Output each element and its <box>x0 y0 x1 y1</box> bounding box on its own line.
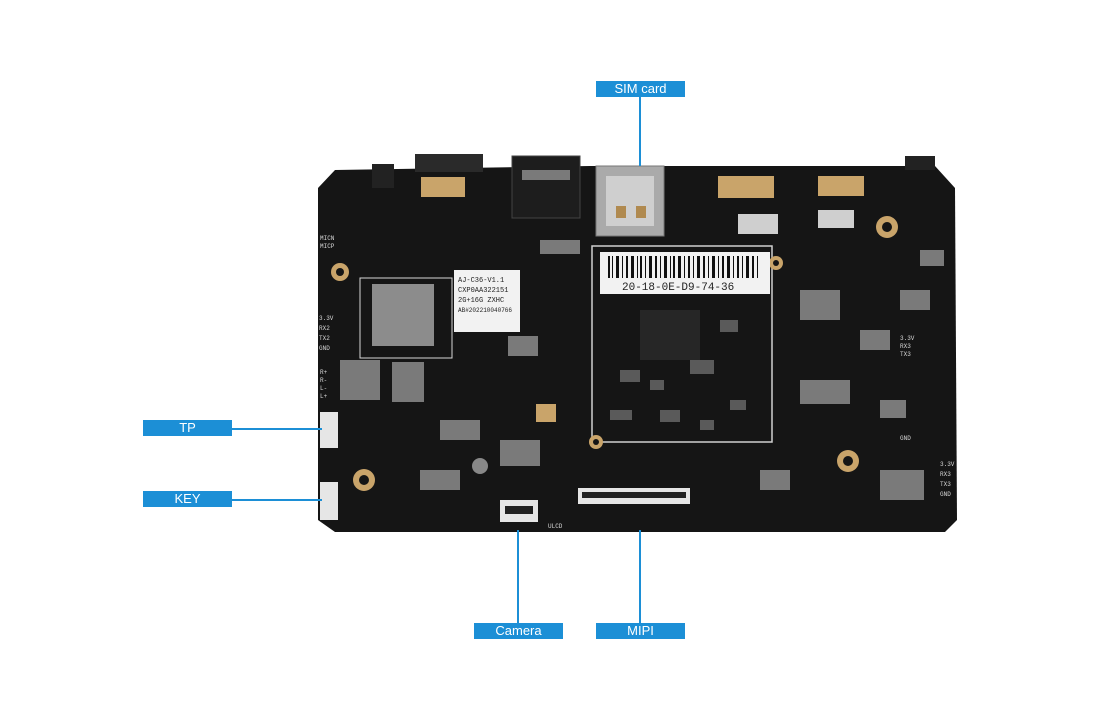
sticker-line: CXP0AA322151 <box>458 287 508 295</box>
key-connector <box>320 482 338 520</box>
silk-label: ULCD <box>548 523 563 530</box>
silk-label: R+ <box>320 369 328 376</box>
silk-label: GND <box>940 491 951 498</box>
tp-connector <box>320 412 338 448</box>
silk-label: L- <box>320 385 327 392</box>
usb-connector <box>415 154 483 172</box>
silk-label: TX3 <box>940 481 951 488</box>
silk-label: GND <box>900 435 911 442</box>
silk-label: RX3 <box>900 343 911 350</box>
mipi-callout-line <box>639 530 641 624</box>
sim-card-label: SIM card <box>596 81 685 97</box>
gold-pad <box>421 177 465 197</box>
silk-label: 3.3V <box>319 315 334 322</box>
mac-address-text: 20-18-0E-D9-74-36 <box>622 282 734 294</box>
module-sticker <box>454 270 520 332</box>
key-callout-line <box>232 499 322 501</box>
silk-label: TX3 <box>900 351 911 358</box>
silk-label: RX3 <box>940 471 951 478</box>
camera-label: Camera <box>474 623 563 639</box>
silk-label: R- <box>320 377 327 384</box>
sticker-line: AJ-C36-V1.1 <box>458 277 504 285</box>
sticker-line: 2G+16G ZXHC <box>458 297 504 305</box>
pcb-body <box>318 166 957 532</box>
key-label: KEY <box>143 491 232 507</box>
tp-label: TP <box>143 420 232 436</box>
silk-label: TX2 <box>319 335 330 342</box>
silk-label: MICP <box>320 243 335 250</box>
silk-label: RX2 <box>319 325 330 332</box>
tp-callout-line <box>232 428 322 430</box>
gold-pad <box>536 404 556 422</box>
wifi-module <box>372 284 434 346</box>
tf-card-slot <box>511 155 581 219</box>
silk-label: 3.3V <box>940 461 955 468</box>
gold-pad <box>718 176 774 198</box>
silk-label: GND <box>319 345 330 352</box>
sim-callout-line <box>639 97 641 166</box>
silk-label: 3.3V <box>900 335 915 342</box>
silk-label: MICN <box>320 235 335 242</box>
mipi-label: MIPI <box>596 623 685 639</box>
core-board-outline <box>591 245 773 443</box>
gold-pad <box>818 176 864 196</box>
sticker-line: AB#202210040766 <box>458 307 512 314</box>
camera-callout-line <box>517 530 519 624</box>
silk-label: L+ <box>320 393 328 400</box>
